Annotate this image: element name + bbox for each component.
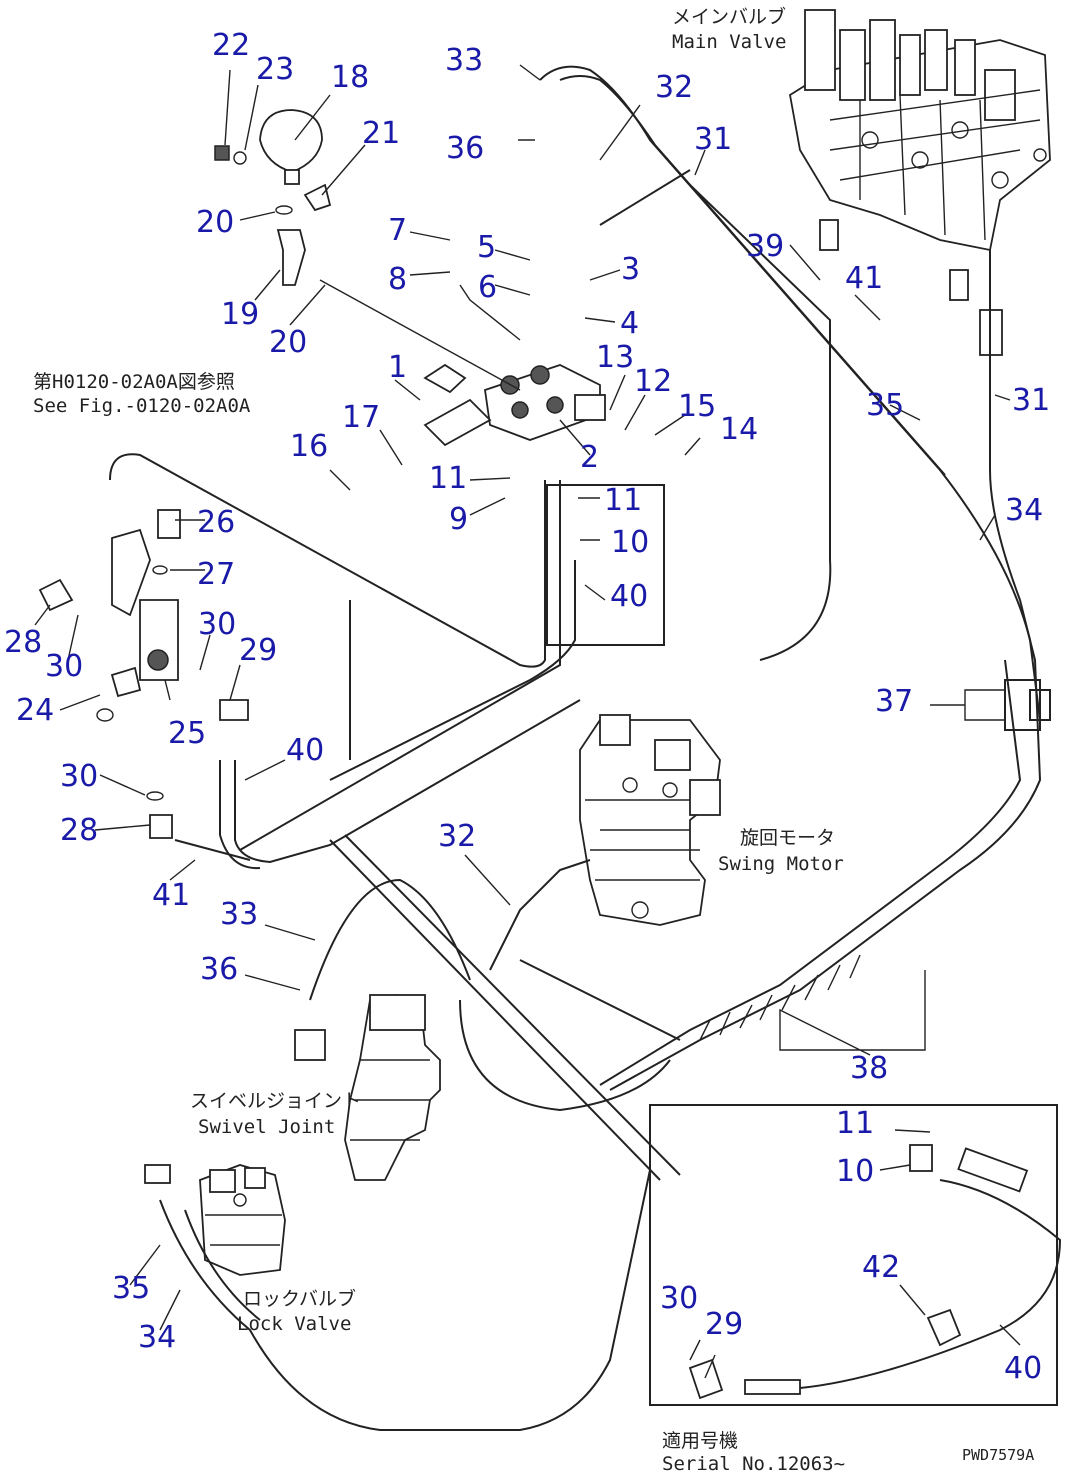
serial-caption-en: Serial No.12063~ <box>662 1453 845 1475</box>
swivel-joint-caption-jp: スイベルジョイント <box>190 1090 361 1112</box>
callout-35-lower: 35 <box>112 1271 150 1306</box>
solenoid-valve-block <box>423 363 606 447</box>
see-figure-caption-jp: 第H0120-02A0A図参照 <box>33 371 235 393</box>
callout-40-left: 40 <box>286 733 324 768</box>
callout-34-right: 34 <box>1005 493 1043 528</box>
bracket-assembly <box>38 509 249 839</box>
callout-42: 42 <box>862 1250 900 1285</box>
callout-11-upper: 11 <box>429 461 467 496</box>
callout-30-left: 30 <box>45 649 83 684</box>
captions: メインバルブ Main Valve 第H0120-02A0A図参照 See Fi… <box>33 5 1034 1475</box>
main-valve-drawing <box>789 9 1051 356</box>
callout-35-top: 35 <box>866 388 904 423</box>
callout-6: 6 <box>478 270 497 305</box>
callout-1: 1 <box>388 350 407 385</box>
lock-valve-caption-jp: ロックバルブ <box>243 1287 356 1310</box>
callout-38: 38 <box>850 1051 888 1086</box>
callout-29-detail: 29 <box>705 1307 743 1342</box>
callout-20-lower: 20 <box>269 325 307 360</box>
main-valve-caption-en: Main Valve <box>672 31 786 53</box>
callout-3: 3 <box>621 252 640 287</box>
callout-10-detail: 10 <box>836 1154 874 1189</box>
callout-13: 13 <box>596 340 634 375</box>
callout-5: 5 <box>477 230 496 265</box>
callout-28-lower: 28 <box>60 813 98 848</box>
accumulator-parts <box>214 109 332 286</box>
callout-7: 7 <box>388 213 407 248</box>
callout-16: 16 <box>290 429 328 464</box>
callout-19: 19 <box>221 297 259 332</box>
callout-2: 2 <box>580 440 599 475</box>
callout-22: 22 <box>212 28 250 63</box>
callout-40-detail: 40 <box>1004 1351 1042 1386</box>
hose-lines <box>109 65 1051 1431</box>
callout-30-bracket: 30 <box>198 607 236 642</box>
callout-20-top: 20 <box>196 205 234 240</box>
see-figure-caption-en: See Fig.-0120-02A0A <box>33 395 251 417</box>
callout-21: 21 <box>362 116 400 151</box>
callout-23: 23 <box>256 52 294 87</box>
swing-motor-caption-jp: 旋回モータ <box>740 827 835 849</box>
leader-lines <box>34 64 1021 1379</box>
serial-caption-jp: 適用号機 <box>662 1430 738 1452</box>
callout-numbers: 22 23 18 21 20 19 20 33 36 32 31 7 5 8 6… <box>4 28 1050 1386</box>
swivel-joint-caption-en: Swivel Joint <box>198 1116 335 1138</box>
callout-39: 39 <box>746 229 784 264</box>
callout-33-top: 33 <box>445 43 483 78</box>
callout-28-left: 28 <box>4 625 42 660</box>
callout-41-top: 41 <box>845 261 883 296</box>
callout-30-detail: 30 <box>660 1281 698 1316</box>
callout-26: 26 <box>197 505 235 540</box>
callout-15: 15 <box>678 389 716 424</box>
callout-18: 18 <box>331 60 369 95</box>
callout-40-box: 40 <box>610 579 648 614</box>
callout-10-box: 10 <box>611 525 649 560</box>
callout-29-bracket: 29 <box>239 633 277 668</box>
main-valve-caption-jp: メインバルブ <box>672 5 786 28</box>
swivel-joint-drawing <box>294 994 441 1181</box>
callout-36-top: 36 <box>446 131 484 166</box>
callout-34-lower: 34 <box>138 1320 176 1355</box>
callout-24: 24 <box>16 693 54 728</box>
callout-31-right: 31 <box>1012 383 1050 418</box>
callout-12: 12 <box>634 364 672 399</box>
lock-valve-caption-en: Lock Valve <box>237 1313 351 1335</box>
lock-valve-drawing <box>144 1164 286 1276</box>
callout-8: 8 <box>388 262 407 297</box>
swing-motor-drawing <box>579 714 721 926</box>
callout-41-lower: 41 <box>152 878 190 913</box>
callout-4: 4 <box>620 306 639 341</box>
callout-30-lower: 30 <box>60 759 98 794</box>
drawing-code: PWD7579A <box>962 1446 1034 1464</box>
callout-25: 25 <box>168 716 206 751</box>
swing-motor-caption-en: Swing Motor <box>718 853 844 875</box>
callout-9: 9 <box>449 502 468 537</box>
callout-11-box: 11 <box>604 483 642 518</box>
callout-11-detail: 11 <box>836 1106 874 1141</box>
callout-17: 17 <box>342 400 380 435</box>
callout-36-lower: 36 <box>200 952 238 987</box>
callout-27: 27 <box>197 557 235 592</box>
detail-boxes <box>546 484 1062 1406</box>
callout-14: 14 <box>720 412 758 447</box>
callout-37: 37 <box>875 684 913 719</box>
callout-33-lower: 33 <box>220 897 258 932</box>
callout-32-top: 32 <box>655 70 693 105</box>
callout-31-top: 31 <box>694 122 732 157</box>
callout-32-lower: 32 <box>438 819 476 854</box>
